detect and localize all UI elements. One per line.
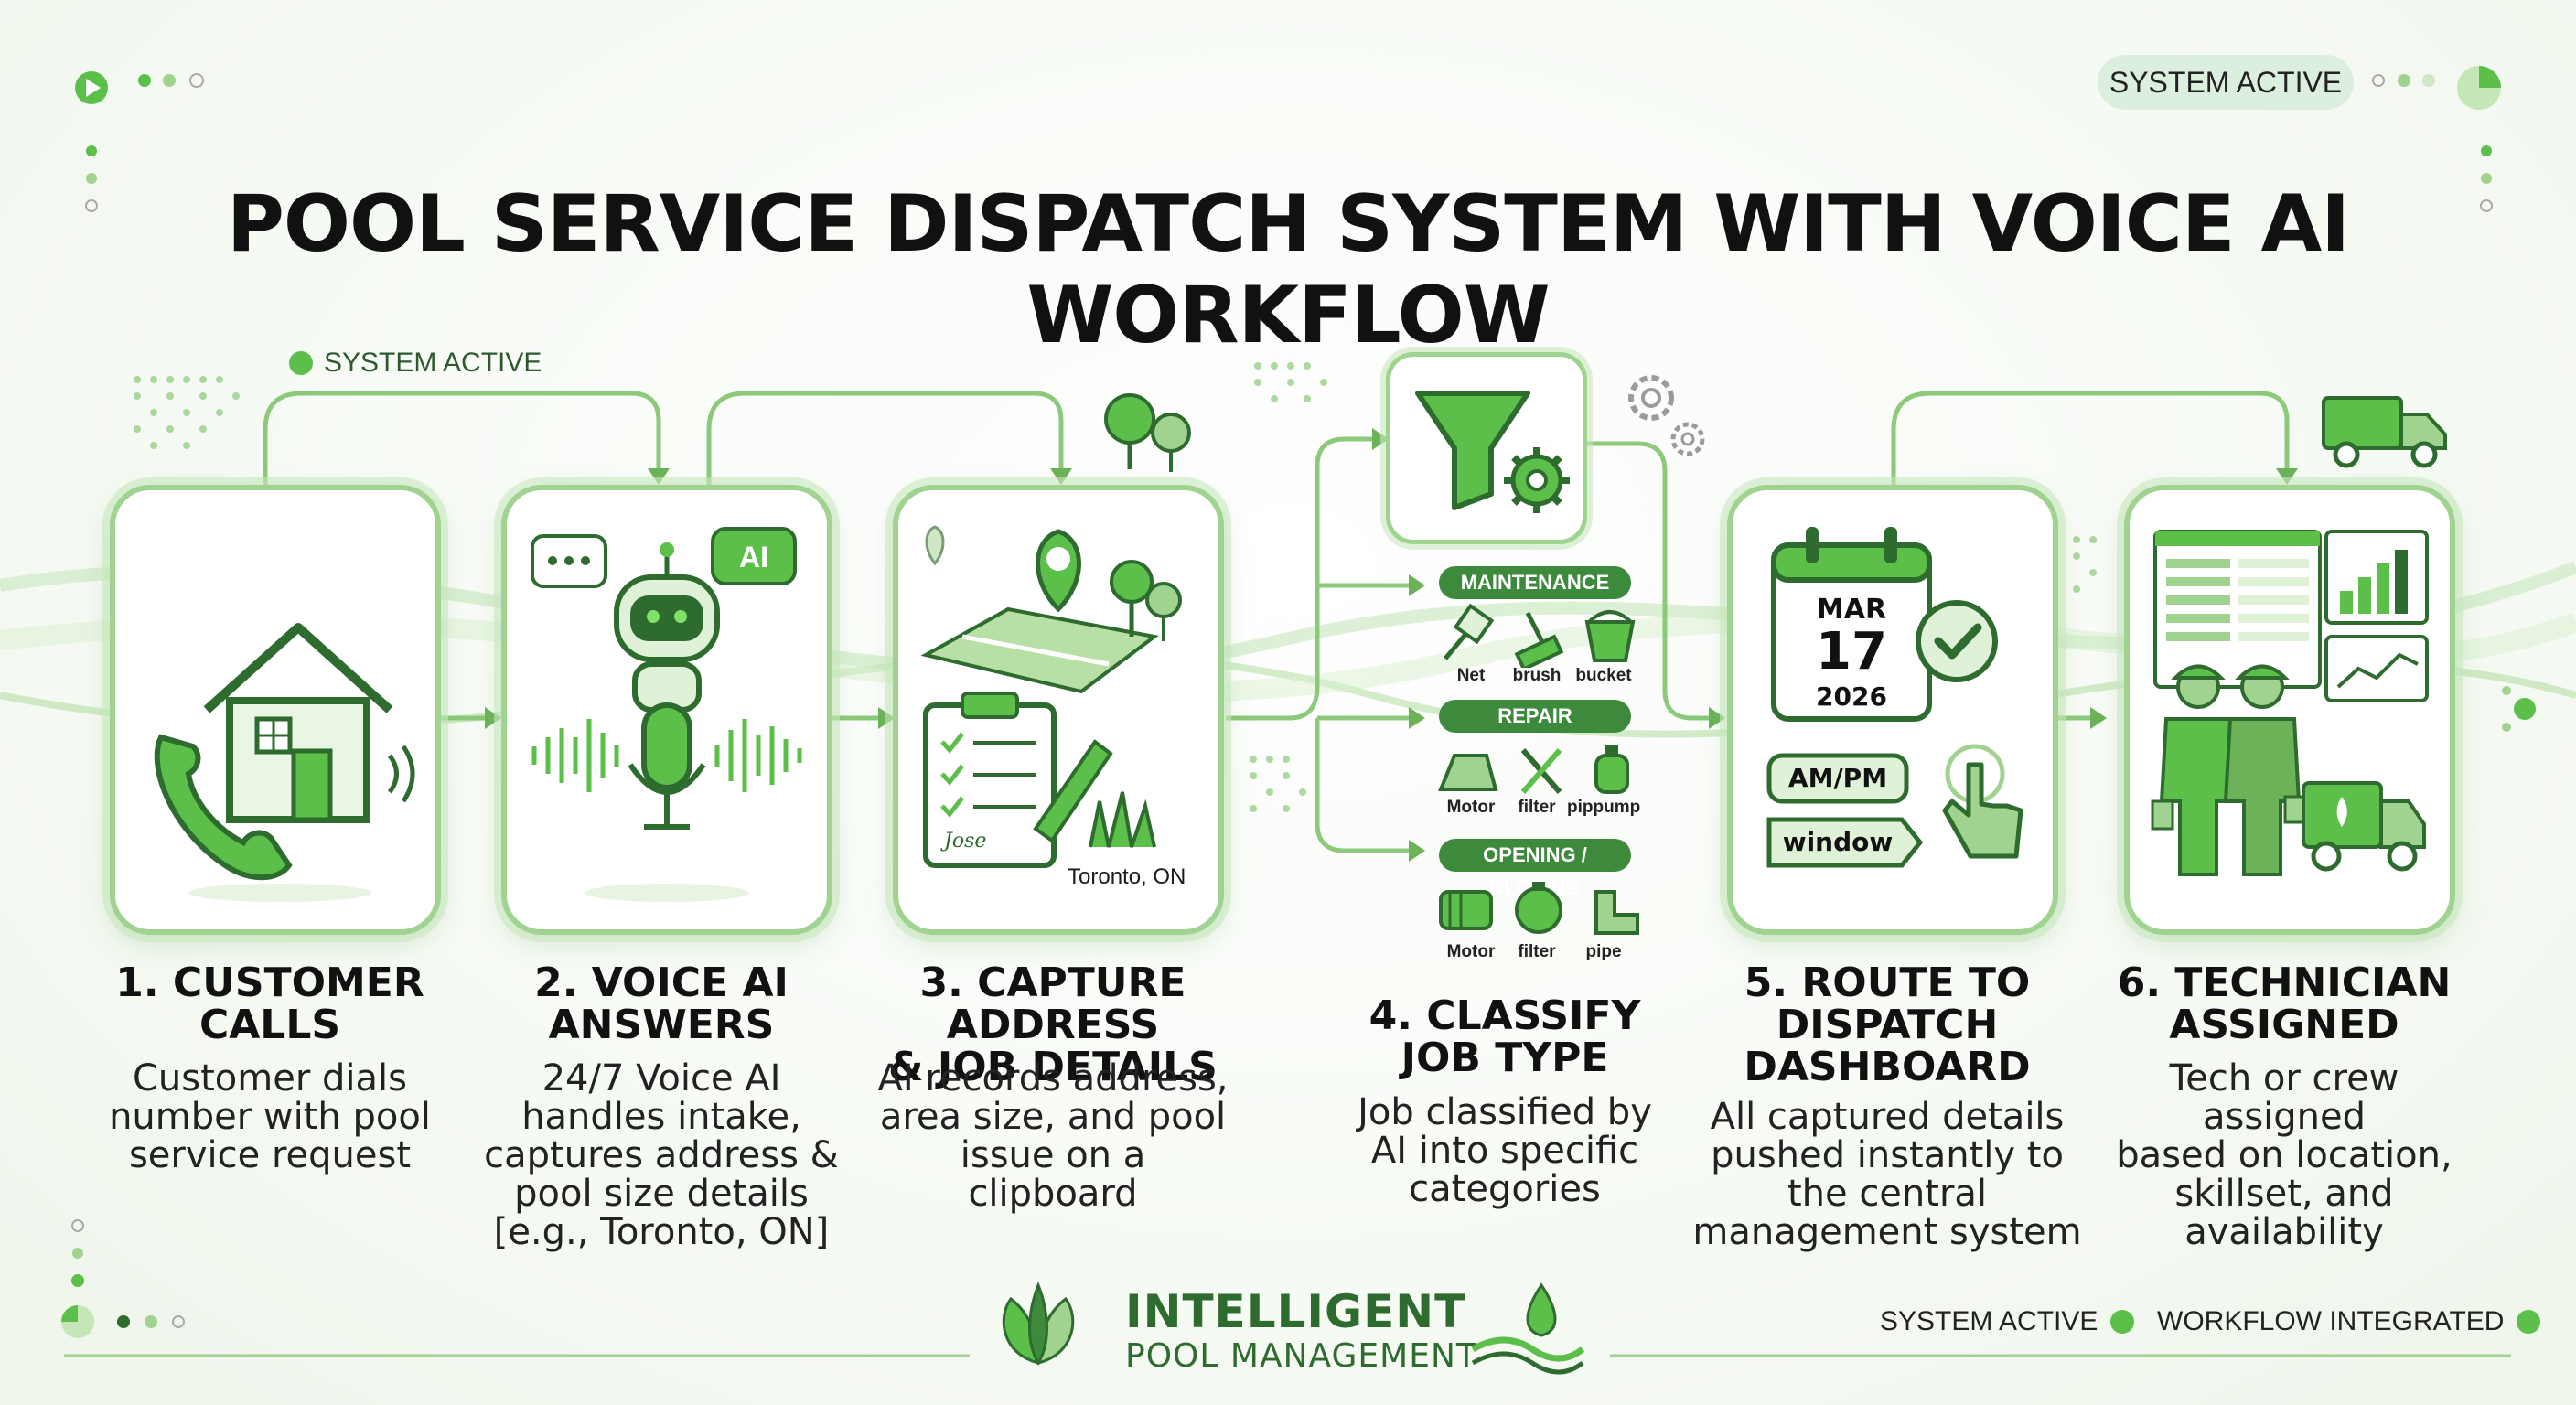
phone-icon	[154, 734, 293, 881]
category-maintenance: MAINTENANCE	[1439, 566, 1631, 599]
flow-status: SYSTEM ACTIVE	[289, 348, 542, 379]
signature-text: Jose	[940, 830, 986, 853]
gear-icon	[1504, 447, 1570, 513]
location-label: Toronto, ON	[1068, 864, 1186, 889]
bucket-icon	[1584, 610, 1636, 662]
flow-status-label: SYSTEM ACTIVE	[324, 348, 542, 378]
calendar-month: MAR	[1817, 594, 1886, 626]
step-card-technician-assigned	[2124, 485, 2455, 935]
step-2-title: 2. VOICE AI ANSWERS	[534, 960, 789, 1048]
ampm-tag: AM/PM	[1766, 753, 1909, 804]
net-icon	[1444, 604, 1495, 660]
soundwave-icon	[531, 719, 802, 792]
grass-icon	[1089, 791, 1156, 848]
window-label: window	[1783, 827, 1894, 857]
chat-bubble-icon	[531, 534, 607, 588]
opening-closing-icons	[1439, 882, 1639, 935]
ampm-label: AM/PM	[1788, 763, 1887, 793]
item-pipe: pipe	[1585, 942, 1622, 961]
step-1-desc: Customer dials number with pool service …	[109, 1057, 431, 1176]
step-4-desc: Job classified by AI into specific categ…	[1358, 1091, 1652, 1210]
step-5-desc: All captured details pushed instantly to…	[1692, 1096, 2082, 1253]
item-brush: brush	[1512, 666, 1562, 685]
step-card-customer-calls	[110, 485, 441, 935]
water-drop-logo-icon	[1471, 1282, 1585, 1375]
status-dot-icon	[289, 351, 313, 375]
calendar-day: 17	[1816, 622, 1887, 681]
step-3-title: 3. CAPTURE ADDRESS & JOB DETAILS	[888, 960, 1218, 1090]
item-bucket: bucket	[1575, 666, 1632, 685]
status-dot-icon	[2110, 1310, 2135, 1334]
step-6-desc: Tech or crew assigned based on location,…	[2116, 1057, 2453, 1253]
item-motor: Motor	[1446, 798, 1496, 817]
robot-icon	[614, 542, 720, 713]
step-1-title: 1. CUSTOMER CALLS	[115, 960, 424, 1048]
step-card-dispatch-dashboard: MAR 17 2026 AM/PM window	[1727, 485, 2058, 935]
calendar-year: 2026	[1816, 681, 1887, 712]
tools-icon	[1520, 748, 1562, 794]
footer-workflow-integrated: WORKFLOW INTEGRATED	[2157, 1306, 2541, 1337]
item-net: Net	[1456, 666, 1486, 685]
microphone-icon	[628, 702, 706, 830]
filter-icon	[1515, 882, 1562, 934]
step-4-title: 4. CLASSIFY JOB TYPE	[1368, 992, 1641, 1081]
step-3-desc: AI records address, area size, and pool …	[877, 1057, 1229, 1215]
item-pippump: pippump	[1567, 798, 1641, 817]
pump-icon	[1594, 745, 1629, 794]
ai-bubble-label: AI	[739, 541, 768, 574]
footer-status-2-label: WORKFLOW INTEGRATED	[2157, 1306, 2505, 1336]
check-icon	[1916, 600, 1998, 682]
gears-decor-icon	[1628, 375, 1705, 456]
calendar-icon: MAR 17 2026	[1771, 527, 1932, 722]
brush-icon	[1514, 611, 1564, 668]
motor-icon	[1438, 754, 1498, 791]
leaf-logo-icon	[1002, 1281, 1075, 1366]
item-motor-2: Motor	[1446, 942, 1496, 961]
window-tag: window	[1766, 817, 1924, 868]
brand-title: INTELLIGENT	[1125, 1285, 1467, 1338]
dashboard-icon	[2153, 530, 2429, 702]
category-repair: REPAIR	[1439, 700, 1631, 733]
map-pin-icon	[925, 525, 1081, 613]
funnel-icon	[1415, 391, 1530, 510]
tree-decor-icon	[1104, 393, 1191, 472]
maintenance-icons	[1444, 604, 1636, 668]
technician-icon	[2151, 664, 2318, 876]
footer-status-1-label: SYSTEM ACTIVE	[1880, 1306, 2098, 1336]
hand-pointer-icon	[1942, 744, 2023, 859]
truck-decor-icon	[2322, 396, 2447, 468]
category-opening-closing: OPENING / CLOSING	[1439, 839, 1631, 899]
motor-icon	[1439, 890, 1493, 930]
step-card-capture-address: Jose Toronto, ON	[893, 485, 1224, 935]
item-filter-2: filter	[1518, 942, 1556, 961]
repair-icons	[1438, 745, 1629, 794]
truck-icon	[2302, 781, 2426, 872]
step-6-title: 6. TECHNICIAN ASSIGNED	[2117, 960, 2452, 1048]
step-2-desc: 24/7 Voice AI handles intake, captures a…	[484, 1057, 839, 1253]
page-title: POOL SERVICE DISPATCH SYSTEM WITH VOICE …	[226, 178, 2350, 361]
step-5-title: 5. ROUTE TO DISPATCH DASHBOARD	[1744, 960, 2031, 1090]
system-active-badge: SYSTEM ACTIVE	[2098, 55, 2354, 110]
pen-icon	[1033, 739, 1113, 843]
status-dot-icon	[2517, 1310, 2541, 1334]
brand-subtitle: POOL MANAGEMENT	[1125, 1337, 1477, 1375]
item-filter: filter	[1518, 798, 1556, 817]
ai-bubble-icon: AI	[711, 527, 797, 585]
tree-icon	[1110, 560, 1182, 641]
footer-system-active: SYSTEM ACTIVE	[1880, 1306, 2135, 1337]
step-card-voice-ai: AI	[501, 485, 832, 935]
clipboard-icon: Jose	[923, 692, 1057, 868]
classify-funnel-box	[1386, 352, 1587, 544]
house-icon	[203, 623, 393, 823]
pipe-icon	[1594, 890, 1639, 935]
